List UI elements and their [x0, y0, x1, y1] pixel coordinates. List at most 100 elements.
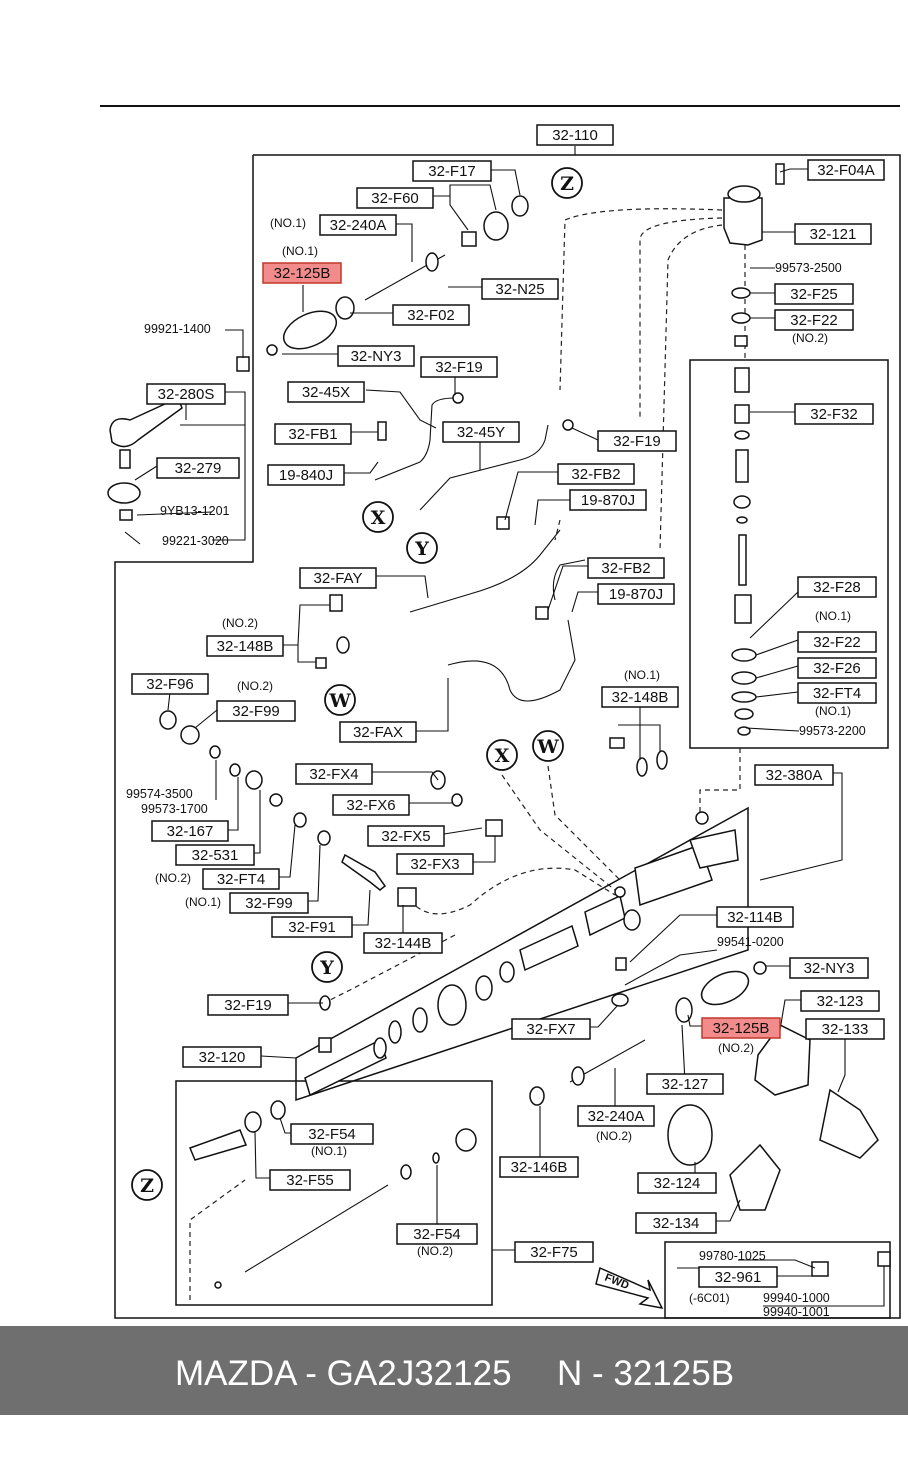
part-label: 32-FB1 — [274, 423, 352, 445]
part-label: 32-NY3 — [337, 345, 415, 367]
part-label-text: 32-123 — [817, 993, 864, 1010]
part-number-text: 99573-2500 — [775, 261, 842, 275]
part-label: 32-123 — [800, 990, 880, 1012]
part-label-text: 32-961 — [715, 1269, 762, 1286]
part-label-text: 32-FAY — [314, 570, 363, 587]
label-box — [319, 214, 397, 236]
part-label: 32-F75 — [514, 1241, 594, 1263]
part-label: 32-121 — [794, 223, 872, 245]
callout-circle — [486, 739, 518, 771]
label-box — [601, 686, 679, 708]
part-label-text: 32-F17 — [428, 163, 476, 180]
part-label: 32-134 — [635, 1212, 717, 1234]
label-box — [175, 844, 255, 866]
part-label: 32-240A — [319, 214, 397, 236]
part-label: 32-F22 — [774, 309, 854, 331]
part-label-text: 32-F19 — [613, 433, 661, 450]
part-label-text: 32-FAX — [353, 724, 403, 741]
callout-letter: Y — [319, 957, 334, 979]
callout-letter: Y — [414, 538, 429, 560]
callout-circle — [131, 1169, 163, 1201]
label-box — [337, 345, 415, 367]
pipes — [374, 397, 586, 702]
part-label: 32-133 — [805, 1018, 885, 1040]
label-box — [774, 283, 854, 305]
label-box — [229, 892, 309, 914]
part-label-text: 32-F75 — [530, 1244, 578, 1261]
part-label-text: 32-240A — [330, 217, 387, 234]
part-label: 32-F28 — [797, 576, 877, 598]
part-label: 32-114B — [716, 906, 794, 928]
part-number-text: 99780-1025 — [699, 1249, 766, 1263]
part-label-text: 32-F22 — [790, 312, 838, 329]
note-text: (NO.2) — [417, 1244, 453, 1258]
part-label: 32-FX3 — [396, 853, 474, 875]
label-box — [367, 825, 445, 847]
label-box — [412, 160, 492, 182]
part-numbers: 99573-250099921-14009YB13-120199221-3020… — [126, 261, 866, 1319]
part-label: 32-167 — [151, 820, 229, 842]
part-label-text: 32-F19 — [224, 997, 272, 1014]
footer-brand-part: MAZDA - GA2J32125 — [175, 1354, 512, 1393]
part-label: 19-870J — [569, 489, 647, 511]
part-label-text: 19-870J — [609, 586, 663, 603]
note-text: (NO.2) — [596, 1129, 632, 1143]
part-label: 32-45Y — [442, 421, 520, 443]
part-label: 32-F99 — [229, 892, 309, 914]
part-label: 32-F54 — [290, 1123, 374, 1145]
part-label: 32-F19 — [597, 430, 677, 452]
part-label: 19-870J — [597, 583, 675, 605]
part-label: 32-FAX — [339, 721, 417, 743]
part-label: 32-380A — [754, 764, 834, 786]
part-label-text: 32-148B — [612, 689, 669, 706]
label-box — [392, 304, 470, 326]
label-box — [420, 356, 498, 378]
part-label-text: 32-114B — [727, 909, 783, 926]
part-label: 32-FX6 — [332, 794, 410, 816]
parts — [107, 163, 891, 1310]
callout: W — [532, 730, 564, 762]
label-box — [131, 673, 209, 695]
part-label: 32-F60 — [356, 187, 434, 209]
callout: Z — [131, 1169, 163, 1201]
part-label: 32-F19 — [207, 994, 289, 1016]
label-box — [514, 1241, 594, 1263]
part-label-text: 32-380A — [766, 767, 823, 784]
part-number-text: 9YB13-1201 — [160, 504, 230, 518]
label-box — [577, 1105, 655, 1127]
part-label: 32-F25 — [774, 283, 854, 305]
part-label: 32-531 — [175, 844, 255, 866]
part-label: 32-F99 — [216, 700, 296, 722]
label-box — [797, 682, 877, 704]
callout-letter: Z — [560, 173, 574, 195]
label-box — [646, 1073, 724, 1095]
part-label-text: 32-FT4 — [217, 871, 265, 888]
note-text: (NO.2) — [718, 1041, 754, 1055]
part-label-text: 32-45Y — [457, 424, 505, 441]
label-box — [597, 430, 677, 452]
part-number-text: 99574-3500 — [126, 787, 193, 801]
label-box — [206, 635, 284, 657]
note-text: (NO.2) — [155, 871, 191, 885]
part-label: 32-125B — [701, 1017, 781, 1039]
part-number-text: 99940-1001 — [763, 1305, 830, 1319]
part-label: 32-146B — [499, 1156, 579, 1178]
part-label-text: 32-F28 — [813, 579, 861, 596]
label-box — [805, 1018, 885, 1040]
label-box — [797, 576, 877, 598]
part-label-text: 32-240A — [588, 1108, 645, 1125]
part-label-text: 32-F54 — [413, 1226, 461, 1243]
part-label-text: 32-FX4 — [309, 766, 358, 783]
callout: W — [324, 684, 356, 716]
highlight-box — [262, 262, 342, 284]
label-box — [754, 764, 834, 786]
part-label-text: 32-120 — [199, 1049, 246, 1066]
part-label: 32-FAY — [299, 567, 377, 589]
part-label: 32-F91 — [271, 916, 353, 938]
note-text: (NO.1) — [270, 216, 306, 230]
part-number-text: 99940-1000 — [763, 1291, 830, 1305]
part-number-text: 99221-3020 — [162, 534, 229, 548]
part-label-text: 32-FB1 — [288, 426, 337, 443]
part-label-text: 32-F99 — [232, 703, 280, 720]
